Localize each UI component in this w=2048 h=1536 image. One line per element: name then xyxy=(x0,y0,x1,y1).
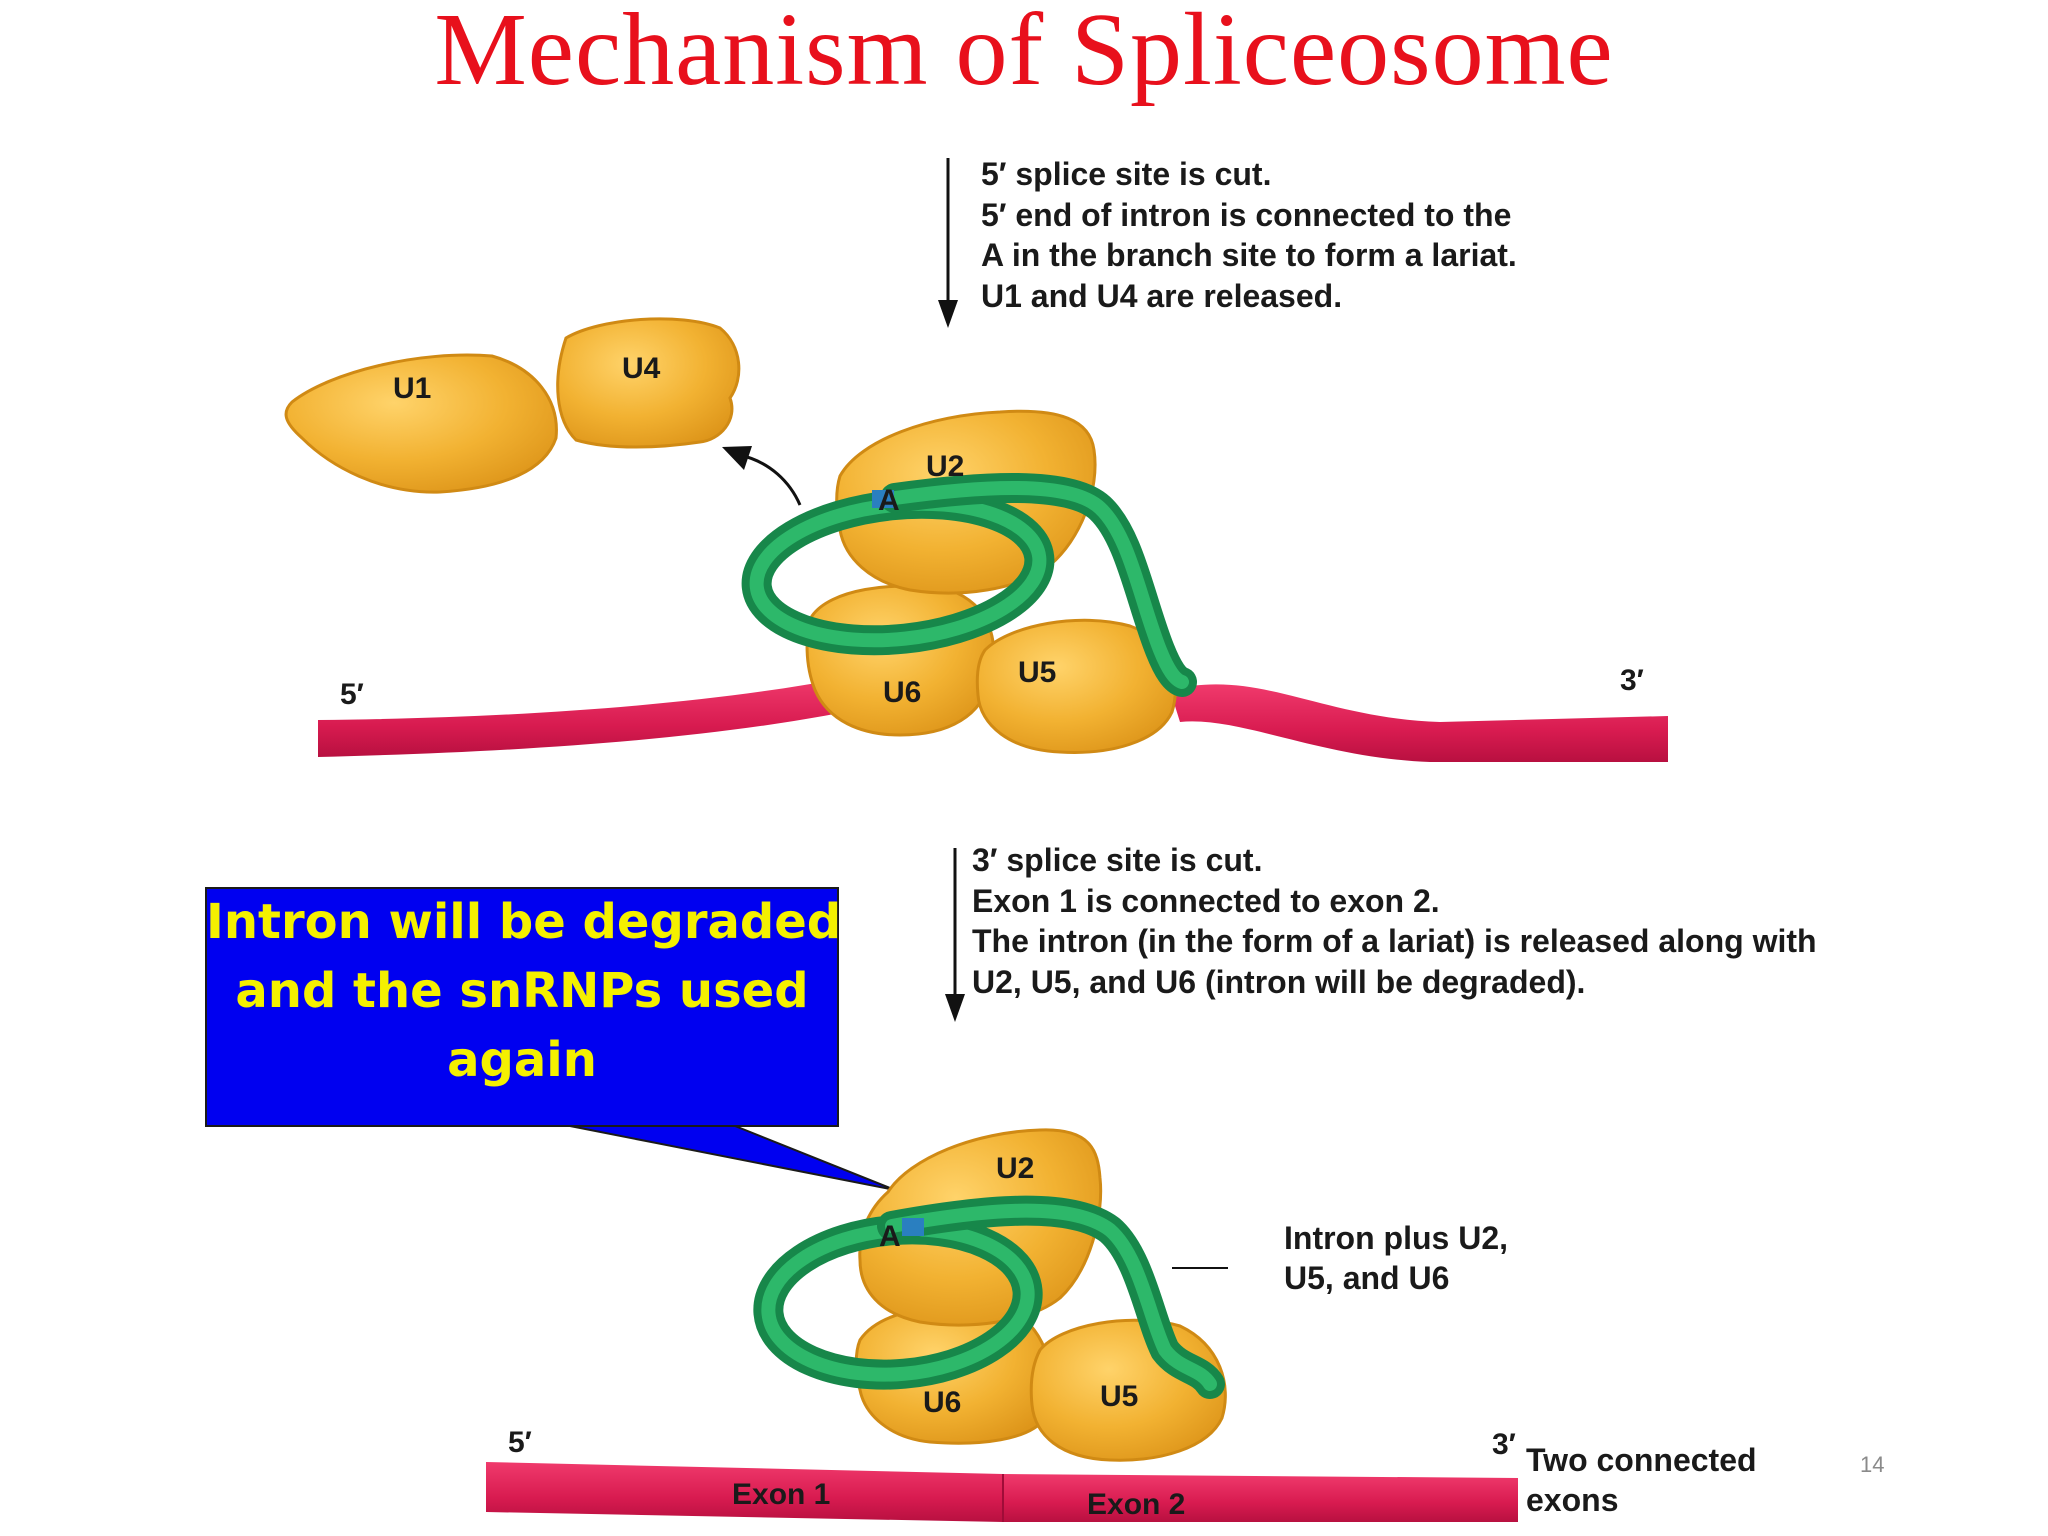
intron-label-line: Intron plus U2, xyxy=(1284,1220,1508,1256)
branch-site-top xyxy=(872,490,894,508)
u2-label: U2 xyxy=(926,450,965,483)
pre-mrna-right xyxy=(1170,684,1668,762)
branch-a-label: A xyxy=(878,484,900,517)
exon1-label: Exon 1 xyxy=(732,1478,831,1511)
step1-description: 5′ splice site is cut. 5′ end of intron … xyxy=(981,154,1517,316)
u6-label: U6 xyxy=(883,676,922,709)
step1-arrowhead xyxy=(938,300,958,328)
callout-pointer xyxy=(569,1125,896,1191)
release-arrow xyxy=(739,453,802,506)
branch-site-bottom xyxy=(902,1218,924,1236)
mrna-exon2 xyxy=(1003,1474,1518,1522)
exon2-label: Exon 2 xyxy=(1087,1488,1186,1521)
u4-snrnp xyxy=(556,317,741,449)
u6-snrnp-top xyxy=(805,584,996,737)
step1-line: U1 and U4 are released. xyxy=(981,277,1343,314)
page-number: 14 xyxy=(1860,1452,1885,1477)
u5-label: U5 xyxy=(1018,656,1057,689)
u1-label: U1 xyxy=(393,372,432,405)
pre-mrna-left xyxy=(318,678,845,757)
mrna-exon1 xyxy=(486,1462,1003,1522)
u4-label: U4 xyxy=(622,352,661,385)
step2-line: Exon 1 is connected to exon 2. xyxy=(972,882,1440,919)
step2-line: U2, U5, and U6 (intron will be degraded)… xyxy=(972,963,1586,1000)
u1-snrnp xyxy=(284,353,558,494)
step1-line: 5′ end of intron is connected to the xyxy=(981,196,1512,233)
five-prime-label: 5′ xyxy=(340,678,364,711)
u6-label-bottom: U6 xyxy=(923,1386,962,1419)
exons-label-line: Two connected xyxy=(1526,1442,1757,1478)
intron-tail-bottom-highlight xyxy=(885,1203,1217,1391)
connected-exons-label: Two connected exons xyxy=(1526,1440,1757,1520)
callout-line: Intron will be degraded xyxy=(206,894,842,950)
branch-a-label-bottom: A xyxy=(879,1220,901,1253)
callout-line: again xyxy=(447,1032,597,1088)
page-title: Mechanism of Spliceosome xyxy=(434,0,1614,107)
step2-line: The intron (in the form of a lariat) is … xyxy=(972,923,1817,959)
u5-label-bottom: U5 xyxy=(1100,1380,1139,1413)
five-prime-label-bottom: 5′ xyxy=(508,1426,532,1459)
three-prime-label-bottom: 3′ xyxy=(1492,1428,1516,1461)
intron-label-line: U5, and U6 xyxy=(1284,1260,1450,1296)
three-prime-label: 3′ xyxy=(1620,664,1644,697)
u5-snrnp-top xyxy=(975,618,1177,754)
intron-tail-top-highlight xyxy=(888,480,1189,689)
step2-description: 3′ splice site is cut. Exon 1 is connect… xyxy=(972,840,1817,1002)
u2-label-bottom: U2 xyxy=(996,1152,1035,1185)
step2-line: 3′ splice site is cut. xyxy=(972,842,1263,878)
callout-box xyxy=(205,887,839,1127)
step1-line: 5′ splice site is cut. xyxy=(981,156,1272,192)
callout-text: Intron will be degraded and the snRNPs u… xyxy=(206,888,842,1095)
release-arrowhead xyxy=(722,446,752,470)
step1-line: A in the branch site to form a lariat. xyxy=(981,237,1517,273)
callout-line: and the snRNPs used xyxy=(235,963,809,1019)
intron-plus-snrnps-label: Intron plus U2, U5, and U6 xyxy=(1284,1218,1508,1298)
exons-label-line: exons xyxy=(1526,1482,1619,1518)
step2-arrowhead xyxy=(945,994,965,1022)
